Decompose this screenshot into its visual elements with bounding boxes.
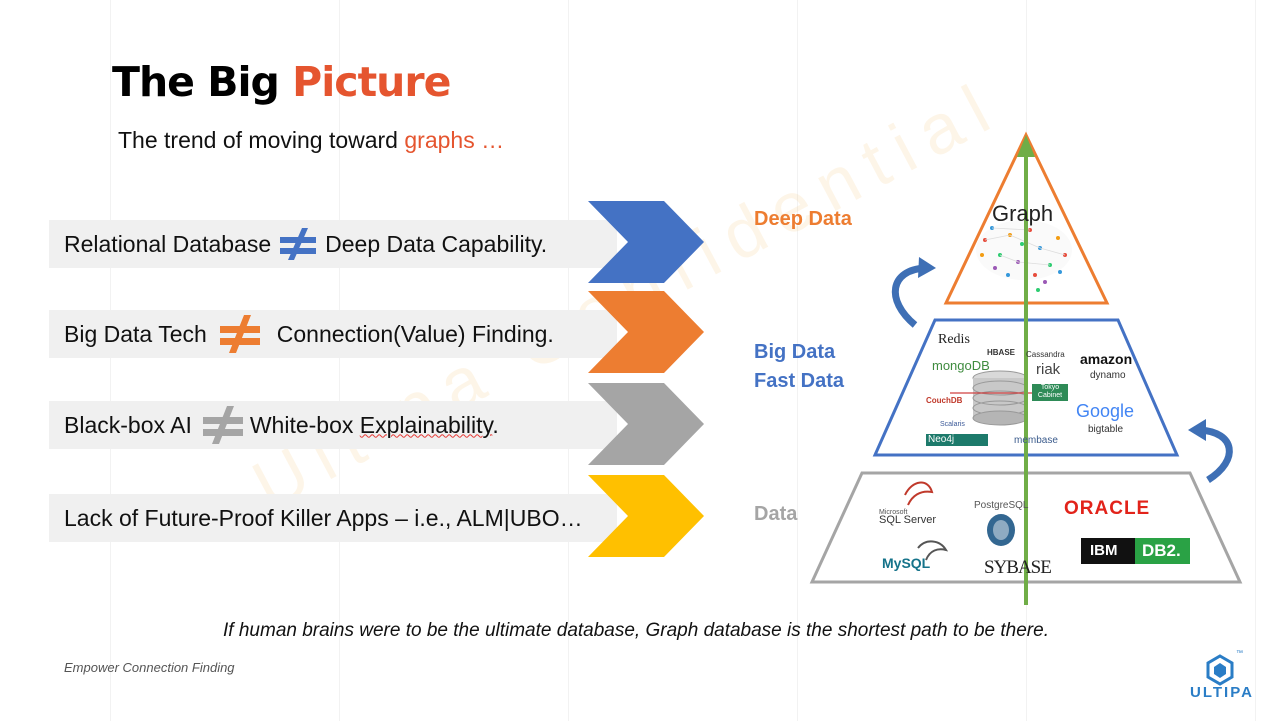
grid-line [1255,0,1256,721]
curved-arrow-up-left [891,264,926,328]
trademark-symbol: ™ [1236,650,1243,657]
row-1-left-text: Relational Database [64,230,272,257]
not-equal-icon [219,315,260,353]
row-3-right-suffix: . [492,411,499,438]
couchdb-logo: CouchDB [926,396,963,405]
not-equal-icon [202,406,243,444]
oracle-logo: ORACLE [1064,498,1151,519]
row-2-left-text: Big Data Tech [64,320,207,347]
grid-line [110,0,111,721]
dynamo-logo: dynamo [1090,370,1126,381]
slide-caption: If human brains were to be the ultimate … [223,620,1049,641]
ultipa-logo-text: ULTIPA [1190,684,1254,701]
cassandra-logo: Cassandra [1026,350,1065,359]
row-3-left-text: Black-box AI [64,411,192,438]
mongodb-logo: mongoDB [932,358,990,373]
not-equal-icon [280,228,317,260]
ultipa-logo-icon [1206,654,1234,686]
footer-tagline: Empower Connection Finding [64,660,235,675]
level-label-big-data-line-2: Fast Data [754,370,845,392]
bigtable-logo: bigtable [1088,424,1124,435]
row-2-right-text: Connection(Value) Finding. [276,320,554,347]
slide-subtitle: The trend of moving toward graphs … [118,127,504,154]
graph-label: Graph [992,201,1054,226]
chevron-arrow-1 [588,201,704,283]
title-part-1: The Big [112,58,293,106]
trend-row-3: Black-box AI White-box Explainability. [49,401,617,449]
scalaris-logo: Scalaris [940,421,965,428]
postgresql-elephant-icon [987,514,1015,546]
mysql-dolphin-icon [917,540,949,561]
microsoft-label: Microsoft [879,509,908,516]
riak-logo: riak [1036,361,1061,378]
growth-arrow-head [1017,135,1035,157]
chevron-arrow-4 [588,475,704,557]
curved-arrow-up-right [1199,426,1233,483]
db2-logo: DB2. [1142,541,1181,560]
title-part-2: Picture [292,58,451,106]
db2-logo-block [1135,538,1190,564]
sql-server-logo: SQL Server [879,514,937,526]
level-label-deep-data: Deep Data [754,208,852,230]
sql-server-icon [904,481,934,506]
grid-line [568,0,569,721]
slide-title: The Big Picture [112,58,451,106]
row-3-right-underlined: Explainability [359,411,493,438]
amazon-logo: amazon [1080,351,1133,367]
row-1-right-text: Deep Data Capability. [325,230,548,257]
subtitle-part-1: The trend of moving toward [118,127,405,153]
trend-row-2: Big Data Tech Connection(Value) Finding. [49,310,617,358]
chevron-arrow-2 [588,291,704,373]
membase-logo: membase [1014,435,1058,446]
row-4-text: Lack of Future-Proof Killer Apps – i.e.,… [64,504,583,531]
grid-line [797,0,798,721]
grid-line [339,0,340,721]
neo4j-logo: Neo4j [926,434,988,446]
subtitle-part-2: graphs … [404,127,505,153]
google-logo: Google [1076,401,1135,421]
sybase-logo: SYBASE [984,557,1052,578]
mysql-logo: MySQL [882,555,931,571]
ibm-logo: IBM [1090,542,1118,559]
postgresql-logo: PostgreSQL [974,500,1029,511]
tokyo-cabinet-logo: Tokyo Cabinet [1032,384,1068,401]
hbase-logo: HBASE [987,348,1016,357]
level-label-big-data-line-1: Big Data [754,341,836,363]
level-label-big-data: Big Data Fast Data [754,338,844,396]
level-label-data: Data [754,503,798,525]
ibm-logo-block [1081,538,1135,564]
row-3-right-text: White-box Explainability. [250,412,499,439]
chevron-arrow-3 [588,383,704,465]
trend-row-4: Lack of Future-Proof Killer Apps – i.e.,… [49,494,617,542]
database-cylinder-icon [950,370,1045,426]
redis-logo: Redis [938,332,970,347]
row-3-right-prefix: White-box [249,411,360,438]
trend-row-1: Relational Database Deep Data Capability… [49,220,617,268]
